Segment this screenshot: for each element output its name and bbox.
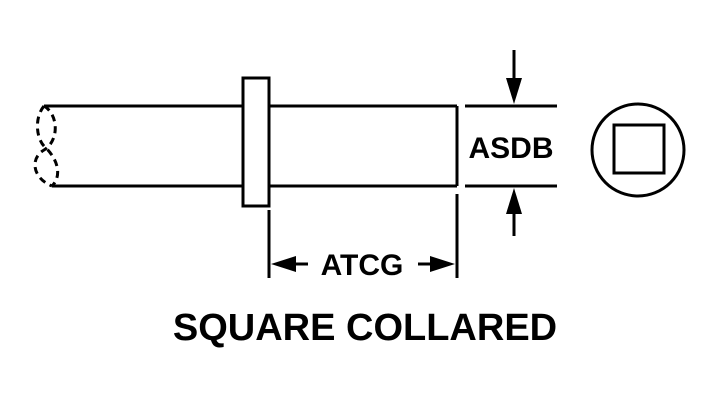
diagram-title: SQUARE COLLARED (173, 307, 557, 349)
collar (241, 76, 271, 208)
atcg-arrowhead-right (430, 256, 455, 272)
asdb-arrowhead-bottom (506, 188, 522, 214)
atcg-label: ATCG (321, 249, 404, 282)
shaft-break-line (33, 104, 60, 188)
end-view-circle (590, 102, 686, 198)
atcg-arrowhead-left (271, 256, 296, 272)
asdb-label: ASDB (468, 132, 553, 165)
end-view-square (612, 123, 666, 175)
asdb-arrowhead-top (506, 78, 522, 104)
